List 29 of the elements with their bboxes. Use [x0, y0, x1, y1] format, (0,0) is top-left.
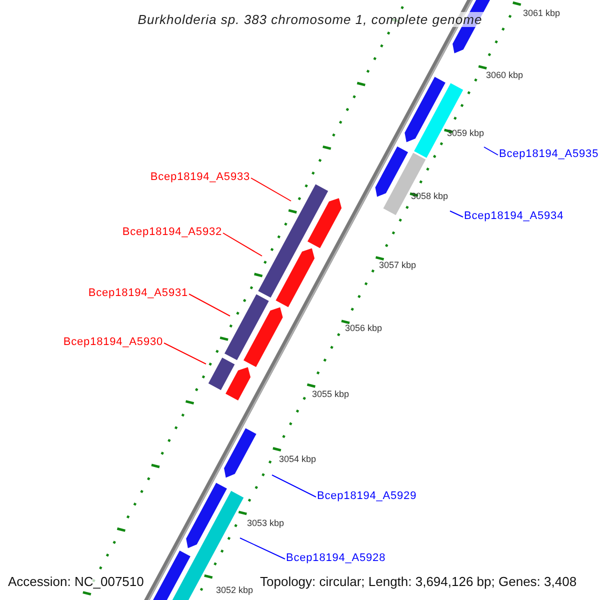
gene-label: Bcep18194_A5928 — [286, 550, 386, 566]
leader-line — [188, 294, 230, 316]
gene-label: Bcep18194_A5934 — [464, 208, 564, 224]
gene-label: Bcep18194_A5929 — [317, 488, 417, 504]
leader-line — [484, 146, 498, 156]
title: Burkholderia sp. 383 chromosome 1, complete genome — [136, 12, 484, 27]
leader-line — [164, 342, 206, 364]
leader-line — [272, 474, 316, 498]
tick-label: 3061 kbp — [523, 7, 560, 19]
leader-line — [240, 538, 286, 560]
tick-label: 3060 kbp — [486, 69, 524, 81]
tick-label: 3055 kbp — [312, 388, 350, 400]
tick-label: 3059 kbp — [447, 127, 484, 139]
tick-label: 3056 kbp — [345, 322, 382, 334]
leader-line — [250, 178, 292, 202]
leader-line — [222, 232, 262, 256]
tick-label: 3057 kbp — [379, 259, 416, 271]
leader-line — [450, 210, 464, 218]
tick-label: 3054 kbp — [279, 453, 316, 465]
gene-label: Bcep18194_A5933 — [150, 169, 250, 185]
gene-label: Bcep18194_A5930 — [63, 334, 163, 350]
info-text: Topology: circular; Length: 3,694,126 bp; Genes: 3,408 — [260, 574, 577, 590]
gene-label: Bcep18194_A5931 — [88, 285, 188, 301]
info-text: Accession: NC_007510 — [8, 574, 144, 590]
gene-label: Bcep18194_A5932 — [122, 224, 222, 240]
tick-label: 3052 kbp — [216, 584, 254, 596]
tick-label: 3053 kbp — [247, 517, 284, 529]
gene-label: Bcep18194_A5935 — [499, 146, 599, 162]
tick-label: 3058 kbp — [411, 190, 448, 202]
